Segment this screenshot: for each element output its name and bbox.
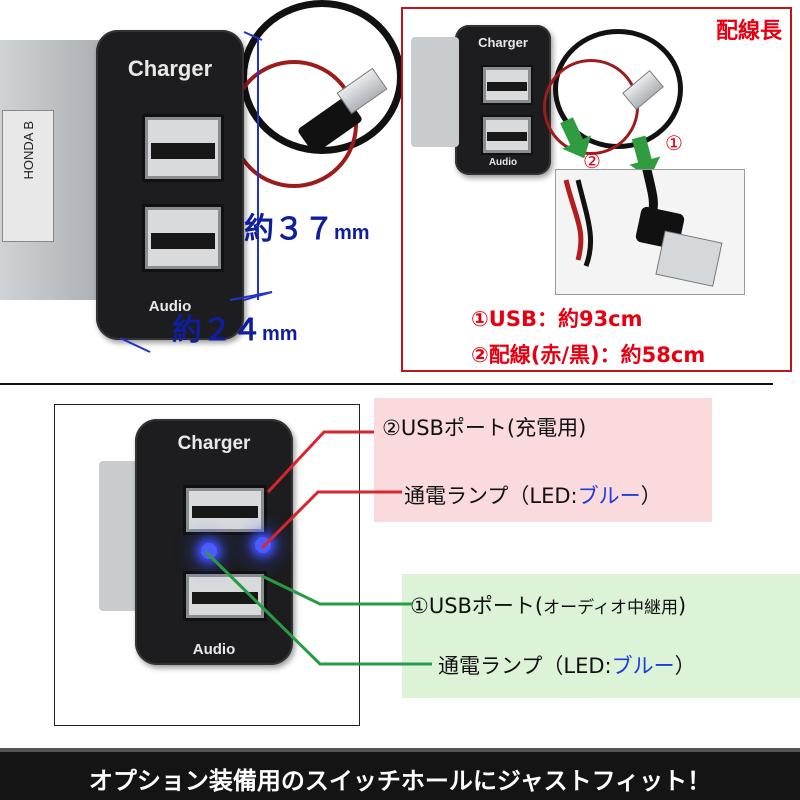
- width-unit: mm: [262, 323, 298, 345]
- marker-1: ①: [665, 131, 683, 155]
- led-lamp-audio: [201, 543, 217, 559]
- usb-port-audio: [142, 204, 224, 272]
- charging-lamp-prefix: 通電ランプ（LED:: [404, 484, 578, 508]
- usb-length-spec: ①USB：約93cm: [471, 307, 643, 331]
- audio-port-callout: ①USBポート(オーディオ中継用) 通電ランプ（LED:ブルー）: [402, 574, 800, 698]
- usb-port-charger: [142, 114, 224, 182]
- audio-title-main: ①USBポート(: [410, 594, 544, 618]
- audio-port-lamp: 通電ランプ（LED:ブルー）: [438, 650, 696, 680]
- charging-lamp-suffix: ）: [640, 484, 662, 508]
- unit-audio-label: Audio: [148, 298, 192, 315]
- charging-port-callout: ②USBポート(充電用) 通電ランプ（LED:ブルー）: [374, 398, 712, 522]
- wire-length-spec: ②配線(赤/黒)：約58cm: [471, 343, 706, 367]
- dash-socket: HONDA B: [0, 40, 110, 300]
- width-dimension: 約２４mm: [172, 305, 298, 349]
- socket-tag: HONDA B: [2, 110, 54, 242]
- audio-lamp-color: ブルー: [611, 654, 675, 678]
- dimension-lines: [119, 31, 273, 353]
- led-photo-unit: Charger Audio: [135, 419, 293, 665]
- small-unit-charger-label: Charger: [478, 35, 528, 50]
- section-divider: [0, 383, 773, 385]
- cable-ends-photo: [555, 169, 745, 295]
- height-dimension: 約３７mm: [244, 204, 370, 248]
- cable-ends-drawing: [563, 170, 723, 287]
- led-usb-port-charger: [183, 485, 267, 535]
- footer-banner: オプション装備用のスイッチホールにジャストフィット！: [0, 748, 800, 800]
- audio-lamp-suffix: ）: [674, 654, 696, 678]
- led-photo: Charger Audio: [54, 404, 360, 726]
- audio-port-title: ①USBポート(オーディオ中継用): [410, 590, 686, 620]
- small-usb-port-audio: [481, 115, 533, 155]
- small-unit-audio-label: Audio: [488, 157, 518, 168]
- unit-charger-label: Charger: [127, 56, 213, 81]
- usb-unit-small: Charger Audio: [455, 25, 551, 175]
- marker-2: ②: [583, 149, 601, 173]
- footer-text: オプション装備用のスイッチホールにジャストフィット！: [88, 767, 712, 795]
- led-unit-audio-label: Audio: [192, 641, 236, 658]
- wiring-title: 配線長: [715, 19, 782, 44]
- wiring-length-panel: 配線長 Charger Audio ② ① ①USB：約93cm ②配線(赤/黒…: [401, 7, 792, 372]
- usb-unit: Charger Audio: [96, 30, 244, 340]
- led-unit-charger-label: Charger: [177, 433, 251, 454]
- audio-title-end: ): [677, 594, 687, 618]
- charging-port-lamp: 通電ランプ（LED:ブルー）: [404, 480, 662, 510]
- height-value: 約３７: [244, 213, 334, 246]
- audio-lamp-prefix: 通電ランプ（LED:: [438, 654, 612, 678]
- charging-lamp-color: ブルー: [577, 484, 641, 508]
- small-socket: [411, 37, 459, 147]
- width-value: 約２４: [172, 314, 262, 347]
- dimension-photo: HONDA B Charger Audio 約３７mm 約２４mm: [0, 0, 404, 380]
- height-unit: mm: [334, 222, 370, 244]
- charging-port-title: ②USBポート(充電用): [382, 416, 587, 440]
- small-usb-port-charger: [481, 65, 533, 105]
- audio-title-sub: オーディオ中継用: [543, 598, 678, 618]
